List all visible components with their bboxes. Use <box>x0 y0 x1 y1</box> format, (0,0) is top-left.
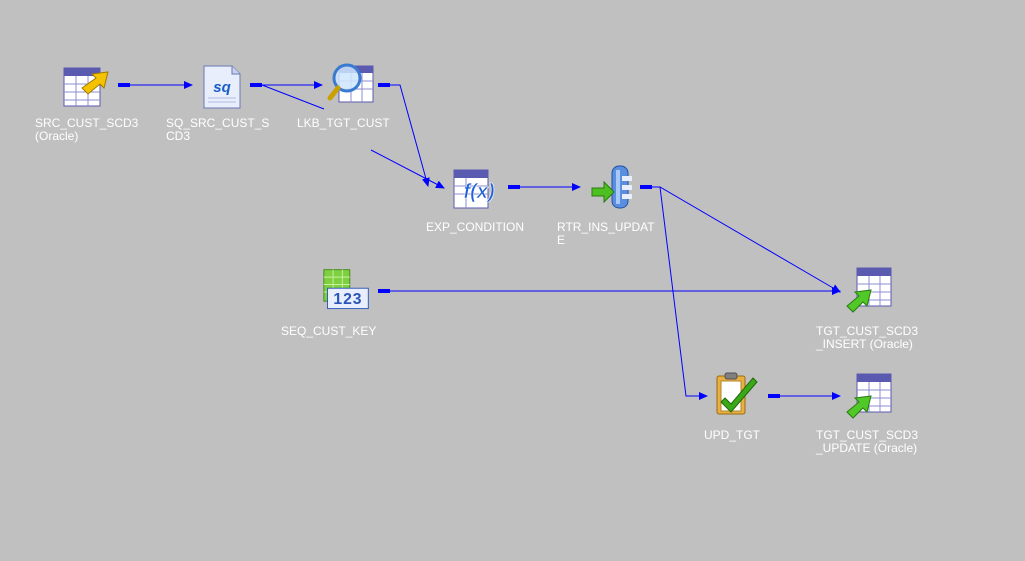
node-label: EXP_CONDITION <box>426 220 525 234</box>
node-label: SRC_CUST_SCD3 (Oracle) <box>35 116 139 143</box>
port-stub-sq <box>250 83 262 87</box>
link-lkp-to-exp[interactable] <box>390 84 430 187</box>
source-qualifier-icon[interactable]: sq <box>198 62 248 112</box>
port-stub-rtr <box>640 185 652 189</box>
port-stub-seq <box>378 289 390 293</box>
port-stub-lkp <box>378 83 390 87</box>
node-label: TGT_CUST_SCD3_INSERT (Oracle) <box>816 324 919 351</box>
node-label: UPD_TGT <box>704 428 761 442</box>
link-rtr-to-tgt-insert[interactable] <box>652 186 841 293</box>
node-label: TGT_CUST_SCD3_UPDATE (Oracle) <box>816 428 919 455</box>
expression-icon[interactable]: f(x) <box>452 164 502 214</box>
lookup-icon[interactable] <box>327 58 377 108</box>
node-label: SQ_SRC_CUST_SCD3 <box>166 116 270 143</box>
port-stub-upd <box>768 394 780 398</box>
node-label: SEQ_CUST_KEY <box>281 324 377 338</box>
source-table-icon[interactable] <box>62 62 112 112</box>
target-table-icon[interactable] <box>845 266 895 316</box>
fx-glyph: f(x) <box>463 181 494 203</box>
sq-glyph: sq <box>213 79 231 96</box>
router-icon[interactable] <box>588 164 638 214</box>
link-sq-to-lkp-port[interactable] <box>261 84 325 110</box>
sequence-glyph: 123 <box>333 291 362 308</box>
target-table-icon[interactable] <box>845 372 895 422</box>
port-stub-src <box>118 83 130 87</box>
port-stub-exp <box>508 185 520 189</box>
node-label: RTR_INS_UPDATE <box>557 220 655 247</box>
node-label: LKB_TGT_CUST <box>297 116 390 130</box>
sequence-icon[interactable]: 123 <box>322 266 372 316</box>
update-strategy-icon[interactable] <box>715 372 765 422</box>
link-sq-to-exp[interactable] <box>370 149 445 189</box>
